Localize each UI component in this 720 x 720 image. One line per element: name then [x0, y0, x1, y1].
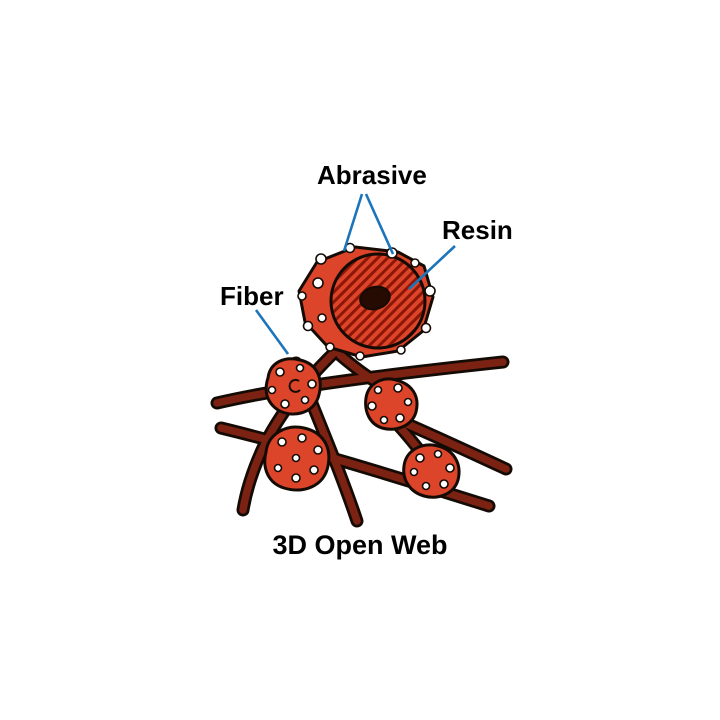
abrasive-particle — [267, 385, 277, 395]
leader-line-resin — [408, 245, 456, 290]
abrasive-particle — [433, 449, 443, 459]
resin-nodule-small-2 — [364, 377, 419, 431]
diagram-caption: 3D Open Web — [272, 530, 448, 560]
abrasive-particle — [313, 445, 323, 455]
abrasive-particle — [302, 320, 314, 332]
abrasive-particle — [409, 467, 419, 477]
abrasive-particle — [415, 453, 425, 463]
resin-nodule-large — [297, 242, 436, 361]
abrasive-particle — [439, 479, 449, 489]
resin-core — [359, 285, 391, 311]
abrasive-particle — [291, 453, 301, 463]
nodule-detail-mark — [288, 378, 301, 393]
abrasive-particle — [317, 313, 327, 323]
abrasive-particle — [315, 253, 327, 265]
leader-lines — [254, 193, 456, 355]
abrasive-particle — [424, 285, 436, 297]
leader-line-abrasive-right — [364, 193, 395, 255]
abrasive-particle — [367, 401, 377, 411]
label-resin: Resin — [442, 215, 513, 245]
label-abrasive: Abrasive — [317, 160, 427, 190]
abrasive-particle — [300, 395, 310, 405]
abrasive-particle — [420, 322, 432, 334]
leader-line-fiber — [254, 309, 290, 355]
fiber-web — [217, 350, 506, 521]
resin-nodule-small-3 — [263, 425, 331, 492]
abrasive-particle — [297, 433, 307, 443]
abrasive-particle — [277, 437, 287, 447]
label-fiber: Fiber — [220, 281, 284, 311]
abrasive-particle — [396, 345, 406, 355]
leader-line-abrasive-left — [342, 193, 364, 252]
abrasive-particle — [379, 415, 389, 425]
abrasive-particle — [275, 367, 285, 377]
resin-nodule-small-1 — [264, 357, 322, 416]
abrasive-particle — [291, 473, 301, 483]
resin-nodule-small-4 — [402, 443, 461, 499]
abrasive-particle — [307, 379, 317, 389]
abrasive-particle — [297, 291, 307, 301]
abrasive-particle — [445, 463, 455, 473]
abrasive-particle — [280, 399, 290, 409]
abrasive-particle — [403, 397, 413, 407]
abrasive-particle — [295, 363, 305, 373]
abrasive-particle — [309, 465, 319, 475]
abrasive-particle — [395, 413, 405, 423]
abrasive-particle — [312, 277, 324, 289]
abrasive-particle — [373, 385, 383, 395]
abrasive-particle — [421, 481, 431, 491]
fiber-strand-cores — [217, 350, 506, 521]
abrasive-particle — [355, 351, 365, 361]
abrasive-particle — [325, 342, 335, 352]
abrasive-particle — [273, 463, 283, 473]
abrasive-particle — [410, 258, 420, 268]
abrasive-particle — [393, 383, 403, 393]
